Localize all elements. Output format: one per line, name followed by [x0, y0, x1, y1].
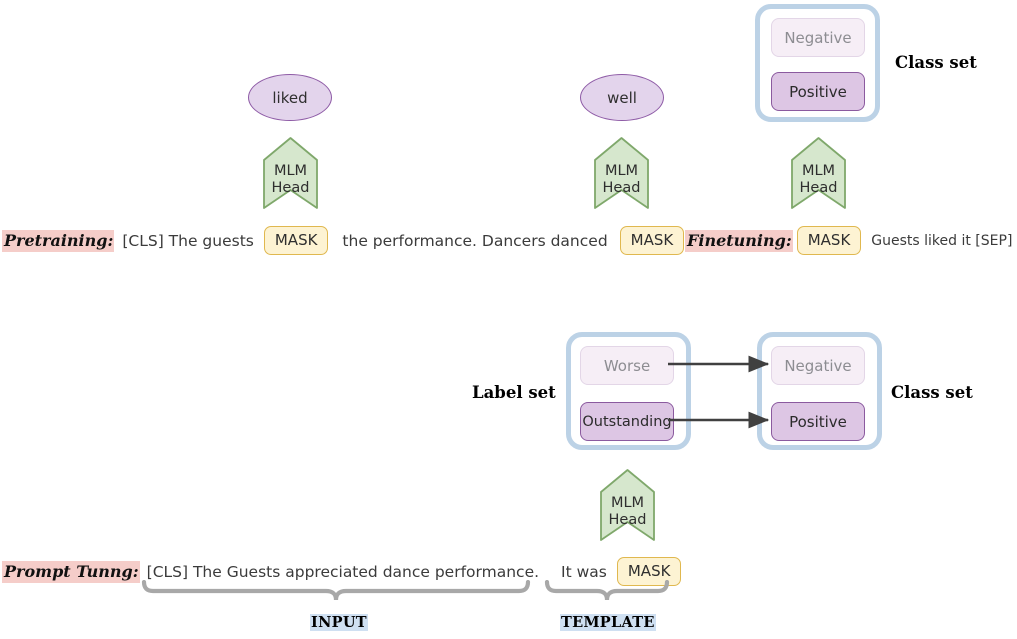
template-brace [544, 580, 670, 601]
mlm-head-shape [263, 137, 318, 209]
mlm-head-shape [791, 137, 846, 209]
pretraining-label: Pretraining: [2, 229, 115, 252]
class-set-caption-finetuning: Class set [895, 53, 977, 72]
mask-token[interactable]: MASK [263, 226, 329, 255]
prompt-tuning-label: Prompt Tunng: [2, 560, 140, 583]
label-chip-worse[interactable]: Worse [580, 346, 674, 385]
finetuning-label: Finetuning: [685, 229, 793, 252]
class-chip-negative-label: Negative [784, 28, 852, 47]
class-chip-negative-label: Negative [784, 356, 852, 375]
mlm-head-prompt-tuning: MLM Head [599, 468, 656, 542]
ellipse-liked-label: liked [272, 88, 308, 107]
pretraining-text-before: [CLS] The guests [122, 231, 254, 250]
finetuning-row: Finetuning: MASK Guests liked it [SEP] [685, 226, 1012, 255]
class-chip-positive[interactable]: Positive [771, 402, 865, 441]
label-to-class-arrows [668, 355, 770, 429]
input-brace [141, 580, 531, 601]
class-chip-positive-label: Positive [789, 82, 847, 101]
ellipse-liked: liked [248, 74, 332, 121]
class-chip-positive-label: Positive [789, 412, 847, 431]
ellipse-well-label: well [607, 88, 637, 107]
ellipse-well: well [580, 74, 664, 121]
mask-token[interactable]: MASK [619, 226, 685, 255]
prompt-tuning-row: Prompt Tunng: [CLS] The Guests appreciat… [2, 557, 682, 586]
mlm-head-shape [594, 137, 649, 209]
input-tag: INPUT [310, 614, 368, 631]
prompt-tuning-input-text: [CLS] The Guests appreciated dance perfo… [146, 562, 540, 581]
class-chip-positive[interactable]: Positive [771, 72, 865, 111]
mlm-head-finetuning: MLM Head [790, 136, 847, 210]
label-set-caption: Label set [472, 383, 556, 402]
template-tag: TEMPLATE [560, 614, 656, 631]
mask-token[interactable]: MASK [616, 557, 682, 586]
mlm-head-shape [600, 469, 655, 541]
mlm-head-pretraining-2: MLM Head [593, 136, 650, 210]
pretraining-text-middle: the performance. Dancers danced [342, 231, 608, 250]
label-chip-outstanding[interactable]: Outstanding [580, 402, 674, 441]
pretraining-row: Pretraining: [CLS] The guests MASK the p… [2, 226, 685, 255]
prompt-tuning-template-text: It was [561, 562, 607, 581]
mlm-head-pretraining-1: MLM Head [262, 136, 319, 210]
mask-token[interactable]: MASK [796, 226, 862, 255]
class-set-caption-prompt-tuning: Class set [891, 383, 973, 402]
class-chip-negative[interactable]: Negative [771, 346, 865, 385]
label-chip-worse-label: Worse [603, 356, 651, 375]
finetuning-text-after: Guests liked it [SEP] [871, 232, 1013, 249]
class-chip-negative[interactable]: Negative [771, 18, 865, 57]
label-chip-outstanding-label: Outstanding [582, 413, 672, 430]
